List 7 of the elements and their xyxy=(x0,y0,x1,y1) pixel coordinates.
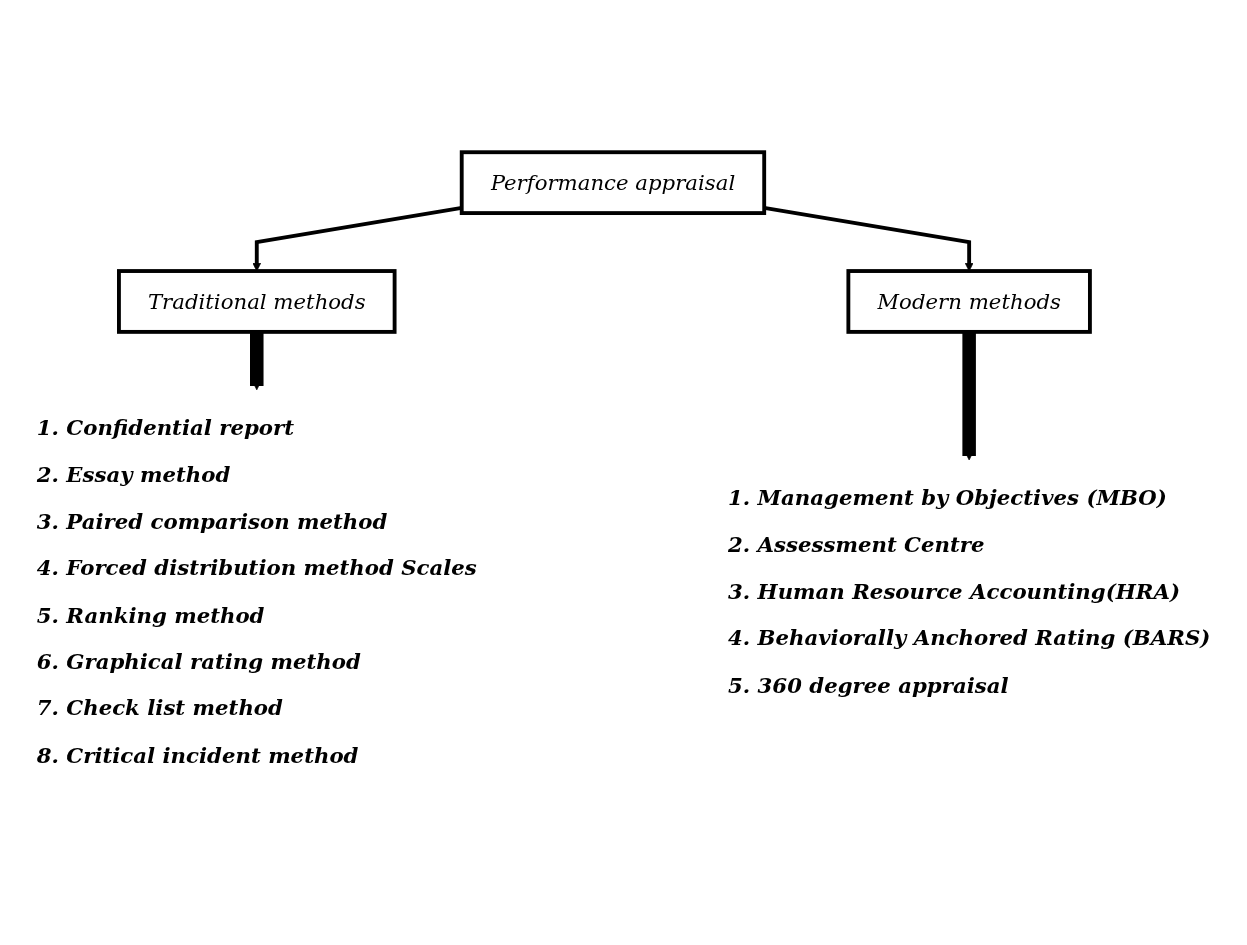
node-text: 1. Management by Objectives (MBO) 2. Assessment Centre 3. Human Resource Accounting(HRA) 4. Behaviorally Anchored Rating (BARS) 5. 360 degree appraisal xyxy=(727,485,1211,698)
node-box: Traditional methods xyxy=(117,269,397,334)
arrow xyxy=(250,331,264,391)
arrow xyxy=(962,331,976,461)
node-box: Modern methods xyxy=(846,269,1092,334)
node-box: Performance appraisal xyxy=(459,150,767,215)
node-text: 1. Confidential report 2. Essay method 3. Paired comparison method 4. Forced distribution method Scales 5. Ranking method 6. Graphical rating method 7. Check list method 8. Critical incident method xyxy=(36,414,477,768)
